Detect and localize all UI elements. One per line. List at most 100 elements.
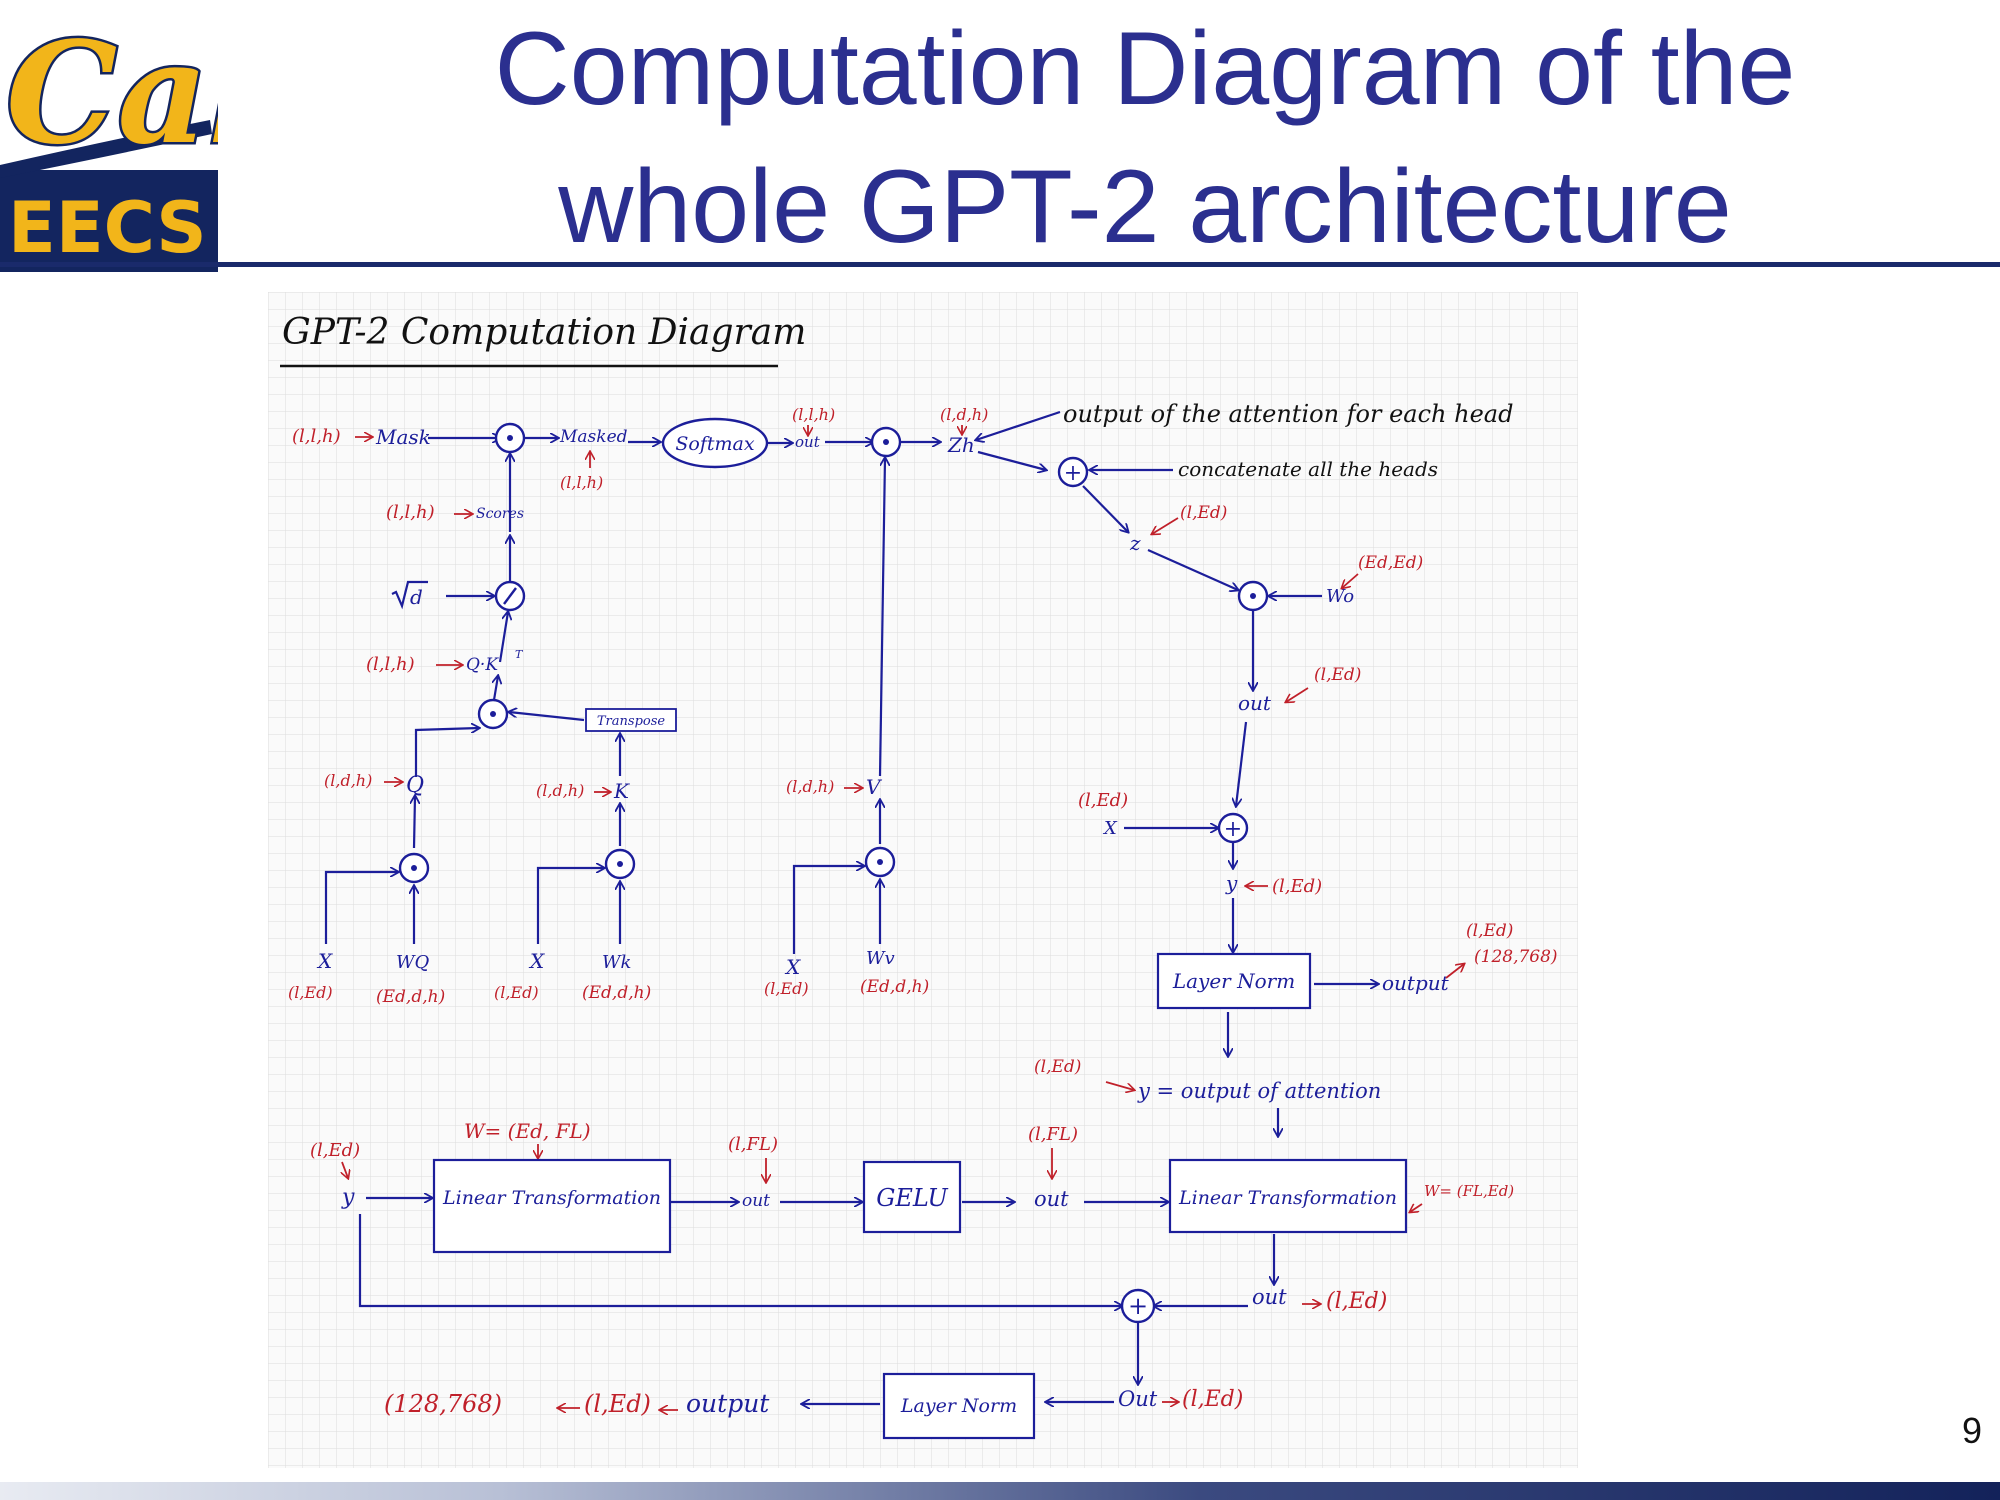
qk-shape: (l,l,h) bbox=[366, 654, 415, 675]
wo-shape: (Ed,Ed) bbox=[1358, 553, 1423, 573]
attn-layer-norm-box bbox=[1156, 952, 1312, 1010]
v-shape: (l,d,h) bbox=[786, 777, 834, 796]
wk-label: Wk bbox=[602, 952, 631, 973]
q-dot-node-center bbox=[411, 865, 417, 871]
mlp-y-label: y bbox=[341, 1185, 355, 1210]
x2-label: X bbox=[528, 949, 545, 973]
wk-shape: (Ed,d,h) bbox=[582, 983, 651, 1003]
resid-x-shape: (l,Ed) bbox=[1078, 790, 1128, 811]
final-output-label: output bbox=[686, 1389, 770, 1418]
cal-wordmark: Cal bbox=[6, 12, 218, 176]
eecs-wordmark: EECS bbox=[8, 187, 207, 269]
resid-plus-symbol: + bbox=[1224, 817, 1242, 842]
q-to-qk-dot-arrow bbox=[414, 728, 479, 777]
qk-dot-to-qk-arrow bbox=[494, 676, 498, 701]
out-small-label: out bbox=[795, 433, 821, 451]
x1-label: X bbox=[316, 949, 333, 973]
grid-lines bbox=[268, 292, 1578, 1468]
transpose-label: Transpose bbox=[597, 714, 665, 729]
attn-out-label: out bbox=[1238, 691, 1272, 715]
softmax-label: Softmax bbox=[675, 433, 754, 455]
concat-to-z-arrow bbox=[1082, 485, 1128, 532]
mask-label: Mask bbox=[375, 425, 431, 449]
scores-shape: (l,l,h) bbox=[386, 502, 435, 523]
wq-label: WQ bbox=[396, 952, 430, 973]
zh-note: output of the attention for each head bbox=[1063, 400, 1513, 428]
out3-shape: (l,Ed) bbox=[1326, 1289, 1387, 1314]
gelu-box bbox=[862, 1160, 962, 1234]
sqrt-symbol bbox=[391, 580, 428, 610]
attn-output-label: output bbox=[1382, 971, 1450, 995]
out2-label: out bbox=[1034, 1187, 1069, 1211]
mlp-layer-norm-box bbox=[882, 1372, 1036, 1440]
qk-label: Q·K bbox=[466, 655, 499, 675]
out-to-resid-plus-arrow bbox=[1236, 721, 1248, 806]
v-proj-dot-node-center bbox=[877, 859, 883, 865]
z-shape-arrow bbox=[1152, 517, 1179, 534]
q-label: Q bbox=[406, 773, 424, 798]
attn-y-label: y bbox=[1225, 871, 1238, 895]
linear1-box bbox=[432, 1158, 672, 1254]
out1-label: out bbox=[742, 1191, 770, 1211]
mlp-y-shape-arrow bbox=[342, 1161, 348, 1178]
x1-to-q-dot-arrow bbox=[324, 872, 398, 944]
slide-title: Computation Diagram of the whole GPT-2 a… bbox=[300, 0, 1990, 276]
wo-label: Wo bbox=[1326, 586, 1354, 607]
wv-label: Wv bbox=[866, 948, 895, 969]
k-label: K bbox=[613, 779, 630, 803]
v-label: V bbox=[866, 775, 883, 799]
wq-shape: (Ed,d,h) bbox=[376, 987, 445, 1007]
zh-shape: (l,d,h) bbox=[940, 405, 988, 424]
k-shape: (l,d,h) bbox=[536, 781, 584, 800]
final-output-shape-2: (128,768) bbox=[384, 1390, 502, 1418]
cal-eecs-logo: Cal EECS bbox=[0, 0, 264, 272]
final-output-shape-1: (l,Ed) bbox=[584, 1390, 651, 1418]
wv-shape: (Ed,d,h) bbox=[860, 977, 929, 997]
wo-dot-node-center bbox=[1250, 593, 1256, 599]
attn-layer-norm-label: Layer Norm bbox=[1172, 969, 1295, 993]
linear1-weight: W= (Ed, FL) bbox=[464, 1119, 591, 1143]
qk-dot-node-center bbox=[490, 711, 496, 717]
x2-shape: (l,Ed) bbox=[494, 983, 539, 1002]
attn-output-shape-1: (l,Ed) bbox=[1466, 921, 1513, 941]
slide-title-line-1: Computation Diagram of the bbox=[494, 11, 1796, 127]
sqrt-d-label: d bbox=[410, 585, 423, 609]
cal-logo-graphic: Cal EECS bbox=[0, 10, 264, 272]
y-attn-shape-arrow bbox=[1105, 1081, 1134, 1090]
transpose-to-qk-dot-arrow bbox=[509, 712, 585, 722]
masked-label: Masked bbox=[559, 427, 628, 447]
out2-shape: (l,FL) bbox=[1028, 1124, 1078, 1145]
masked-shape: (l,l,h) bbox=[560, 473, 603, 492]
x3-to-v-dot-arrow bbox=[792, 866, 864, 954]
attn-output-shape-arrow bbox=[1445, 964, 1464, 979]
mask-dot-node-center bbox=[507, 435, 513, 441]
k-dot-node-center bbox=[617, 861, 623, 867]
gelu-label: GELU bbox=[876, 1184, 948, 1212]
mlp-layer-norm-label: Layer Norm bbox=[900, 1395, 1017, 1417]
q-dot-to-q-arrow bbox=[414, 796, 415, 849]
zh-label: Zh bbox=[947, 433, 975, 457]
y-attn-label: y = output of attention bbox=[1137, 1079, 1381, 1103]
attn-output-shape-2: (128,768) bbox=[1474, 947, 1558, 967]
x3-shape: (l,Ed) bbox=[764, 979, 809, 998]
z-shape: (l,Ed) bbox=[1180, 503, 1227, 523]
scores-label: Scores bbox=[476, 506, 524, 522]
concat-note: concatenate all the heads bbox=[1178, 457, 1438, 481]
linear1-label: Linear Transformation bbox=[442, 1187, 661, 1209]
out-small-shape: (l,l,h) bbox=[792, 405, 835, 424]
v-dot-node-center bbox=[883, 439, 889, 445]
attn-out-shape: (l,Ed) bbox=[1314, 665, 1361, 685]
mlp-plus-symbol: + bbox=[1128, 1292, 1148, 1320]
mlp-skip-connection-arrow bbox=[358, 1214, 1122, 1306]
x3-label: X bbox=[784, 955, 801, 979]
attn-y-shape: (l,Ed) bbox=[1272, 876, 1322, 897]
divide-symbol bbox=[503, 587, 517, 605]
transpose-box bbox=[585, 708, 677, 732]
concat-plus-node bbox=[1057, 456, 1089, 488]
zh-to-concat-arrow bbox=[977, 450, 1046, 470]
cal-underline bbox=[0, 120, 212, 178]
mlp-y-shape: (l,Ed) bbox=[310, 1140, 360, 1161]
diagram-canvas: GPT-2 Computation Diagram (l,l,h) Mask M… bbox=[268, 292, 1578, 1468]
q-shape: (l,d,h) bbox=[324, 771, 372, 790]
eecs-plate bbox=[0, 170, 218, 272]
